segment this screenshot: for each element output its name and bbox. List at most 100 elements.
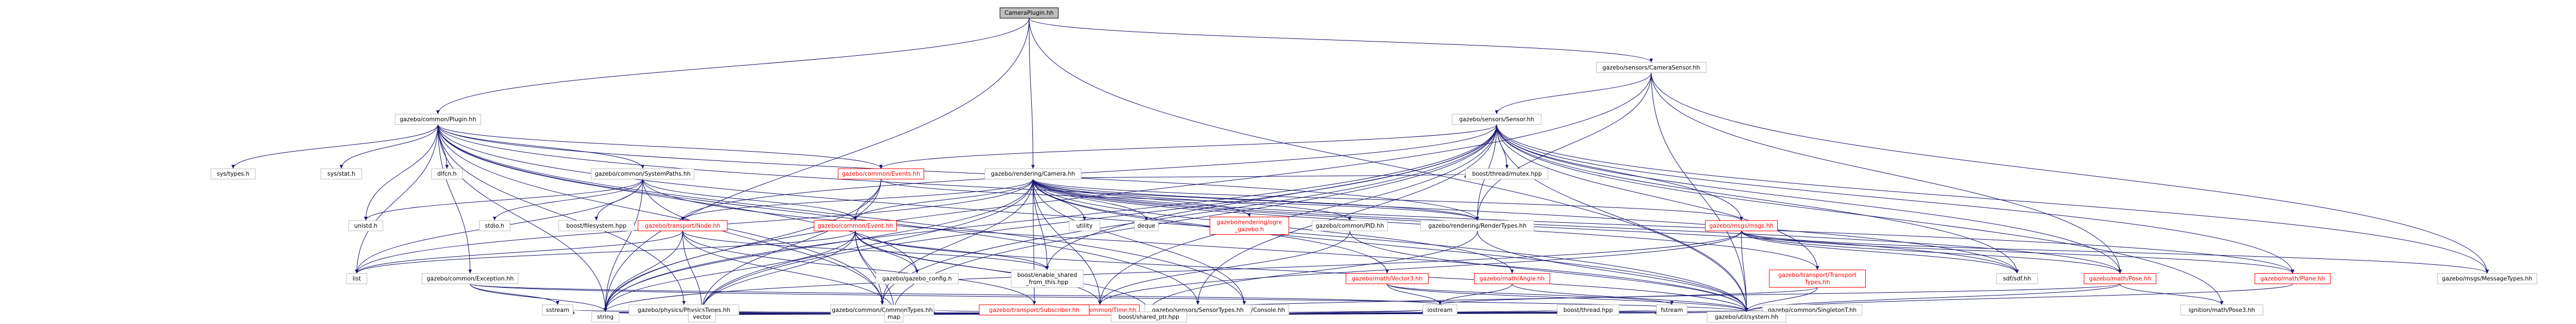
edge-plugin-to-commontypes (437, 124, 884, 305)
edge-camera-to-time (1032, 179, 1102, 305)
edge-plugin-to-systempaths (437, 124, 645, 169)
edge-camsensor-to-system (1651, 72, 1749, 312)
node-box (591, 168, 695, 180)
node-angle[interactable]: gazebo/math/Angle.hh (1474, 273, 1550, 285)
node-unistd: unistd.h (348, 220, 383, 232)
node-event[interactable]: gazebo/common/Event.hh (814, 220, 897, 232)
edge-plugin-to-sdf (437, 124, 2019, 274)
node-msgs[interactable]: gazebo/msgs/msgs.hh (1705, 220, 1778, 232)
node-box (2083, 273, 2157, 285)
node-box (884, 311, 904, 323)
edge-transportnode-to-vector (682, 230, 704, 312)
node-events[interactable]: gazebo/common/Events.hh (838, 168, 925, 180)
node-physicstypes: gazebo/physics/PhysicsTypes.hh (628, 304, 739, 316)
edge-plugin-to-rendertypes (437, 124, 1479, 221)
node-label: map (887, 314, 901, 321)
node-plane[interactable]: gazebo/math/Plane.hh (2254, 273, 2331, 285)
node-sysstat: sys/stat.h (320, 168, 363, 180)
node-boostfs: boost/filesystem.hpp (558, 220, 635, 232)
edge-plugin-to-exception (437, 124, 472, 274)
edge-sensor-to-commontypes (880, 124, 1497, 305)
node-box (1000, 7, 1059, 19)
node-box (478, 220, 511, 232)
node-label: CameraPlugin.hh (1004, 10, 1054, 16)
node-systypes: sys/types.h (211, 168, 256, 180)
node-utility: utility (1068, 220, 1100, 232)
node-deque: deque (1134, 220, 1159, 232)
edge-camera-to-deque (1032, 179, 1148, 221)
node-sensor: gazebo/sensors/Sensor.hh (1451, 114, 1542, 125)
node-subscriber[interactable]: gazebo/transport/Subscriber.hh (979, 304, 1090, 316)
edge-pid-to-time (1098, 230, 1351, 305)
node-boostthread: boost/thread.hpp (1557, 304, 1620, 316)
edge-plugin-to-system (437, 124, 1749, 312)
node-box (1346, 273, 1429, 285)
edge-plugin-to-sysstat (340, 124, 439, 169)
node-box (1210, 216, 1289, 235)
node-iostream: iostream (1422, 304, 1458, 316)
node-box (638, 220, 728, 232)
edge-exception-to-string (470, 284, 608, 312)
node-sstream: sstream (542, 304, 574, 316)
node-label: boost/enable_shared (1017, 272, 1077, 279)
edge-plugin-to-physicstypes (437, 124, 686, 305)
node-label: gazebo/common/Exception.hh (427, 276, 513, 282)
edge-transporttypes-to-system (1744, 287, 1818, 312)
edge-root-to-system (1029, 18, 1749, 312)
node-label: dlfcn.h (437, 171, 457, 177)
edge-root-to-camera (1029, 18, 1035, 169)
node-dlfcn: dlfcn.h (431, 168, 463, 180)
node-box (1420, 220, 1534, 232)
edge-event-to-string (603, 230, 856, 312)
edge-camera-to-rendertypes (1032, 179, 1479, 221)
edge-camsensor-to-rendertypes (1475, 72, 1652, 221)
edge-msgs-to-pose (1741, 230, 2122, 274)
edge-transportnode-to-enableshared (682, 230, 1049, 270)
edge-exception-to-sstream (470, 284, 560, 305)
node-vector3[interactable]: gazebo/math/Vector3.hh (1346, 273, 1429, 285)
edge-rendertypes-to-system (1477, 230, 1749, 312)
node-label: utility (1076, 223, 1093, 229)
node-box (830, 304, 934, 316)
edge-msgs-to-time (1098, 230, 1742, 305)
edge-event-to-list (355, 230, 856, 274)
node-box (979, 304, 1090, 316)
node-box (1068, 220, 1100, 232)
edge-pose-to-iostream (1438, 284, 2121, 305)
node-label: ignition/math/Pose3.hh (2189, 307, 2255, 314)
edge-camsensor-to-pose (1651, 72, 2122, 274)
node-label: boost/thread.hpp (1563, 307, 1613, 314)
node-ogre[interactable]: gazebo/rendering/ogre_gazebo.h (1210, 216, 1289, 235)
node-rendertypes: gazebo/rendering/RenderTypes.hh (1420, 220, 1534, 232)
edge-plugin-to-gazeboconfig (437, 124, 919, 274)
edge-vector3-to-iostream (1387, 284, 1442, 305)
edge-sensor-to-pose3 (1496, 124, 2224, 305)
edge-camera-to-vector (700, 179, 1033, 312)
edge-camera-to-plane (1032, 179, 2294, 274)
edge-msgs-to-string (604, 230, 1742, 312)
node-box (558, 220, 635, 232)
node-box (348, 220, 383, 232)
edge-msgs-to-plane (1741, 230, 2294, 274)
edge-camera-to-string (603, 179, 1033, 312)
node-box (1465, 168, 1549, 180)
edge-sensor-to-plane (1496, 124, 2294, 274)
node-box (422, 273, 519, 285)
edge-root-to-string (603, 18, 1030, 312)
edge-plugin-to-unistd (364, 124, 439, 221)
node-label: gazebo/util/system.hh (1715, 314, 1778, 321)
node-label: boost/filesystem.hpp (566, 223, 627, 229)
node-transportnode[interactable]: gazebo/transport/Node.hh (638, 220, 728, 232)
edge-events-to-vector (700, 179, 881, 312)
edge-systempaths-to-string (603, 179, 643, 312)
node-box (1707, 311, 1786, 323)
node-boostmutex: boost/thread/mutex.hpp (1465, 168, 1549, 180)
node-label: gazebo/common/SystemPaths.hh (595, 171, 691, 177)
edge-camera-to-pose (1032, 179, 2122, 274)
node-box (688, 311, 716, 323)
node-label: deque (1137, 223, 1155, 229)
node-pose[interactable]: gazebo/math/Pose.hh (2083, 273, 2157, 285)
node-box (1596, 62, 1707, 73)
